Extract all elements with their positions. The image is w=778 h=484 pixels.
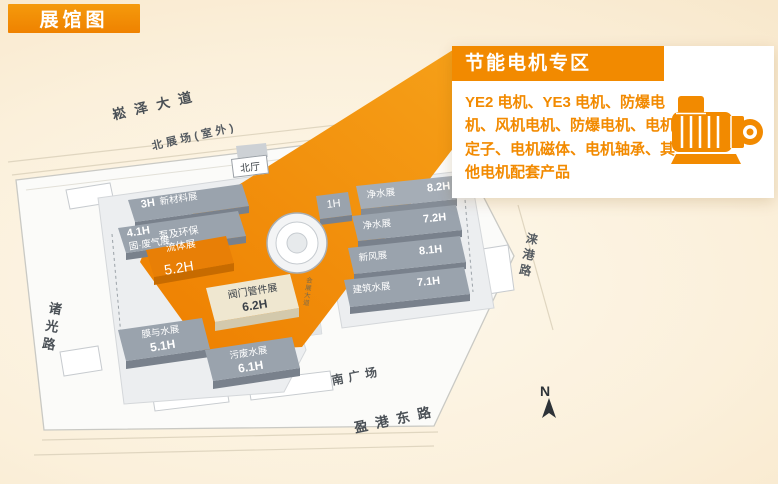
hall-name: 净水展 (362, 218, 392, 232)
hall-82h-shape (356, 176, 457, 216)
hall-51h-shape (118, 318, 210, 369)
hall-number: 7.2H (422, 211, 447, 226)
hall-name: 新风展 (358, 250, 388, 264)
central-hub (266, 212, 328, 274)
hall-number: 3H (140, 196, 156, 211)
hall-1h-shape (316, 192, 352, 225)
hall-71h-shape (344, 267, 470, 314)
callout-body: YE2 电机、YE3 电机、防爆电机、风机电机、防爆电机、电机定子、电机磁体、电… (465, 94, 676, 182)
hall-61h-shape (205, 337, 300, 389)
hall-number: 8.1H (418, 243, 443, 258)
compass-needle-icon (542, 398, 556, 418)
hall-52h-shape-highlight (146, 236, 234, 285)
page-title-banner: 展馆图 (8, 4, 140, 33)
hall-72h-shape (352, 205, 462, 248)
hall-name: 净水展 (366, 187, 396, 201)
hall-number: 7.1H (416, 274, 441, 290)
page-title: 展馆图 (39, 10, 109, 31)
hall-number: 8.2H (426, 180, 451, 195)
callout-title: 节能电机专区 (452, 46, 664, 81)
motor-zone-callout: 节能电机专区 YE2 电机、YE3 电机、防爆电机、风机电机、防爆电机、电机定子… (452, 46, 774, 198)
compass-label: N (540, 383, 551, 399)
hall-62h-shape-highlight (206, 274, 299, 331)
hall-number-1h: 1H (326, 197, 342, 211)
motor-icon (671, 96, 763, 164)
